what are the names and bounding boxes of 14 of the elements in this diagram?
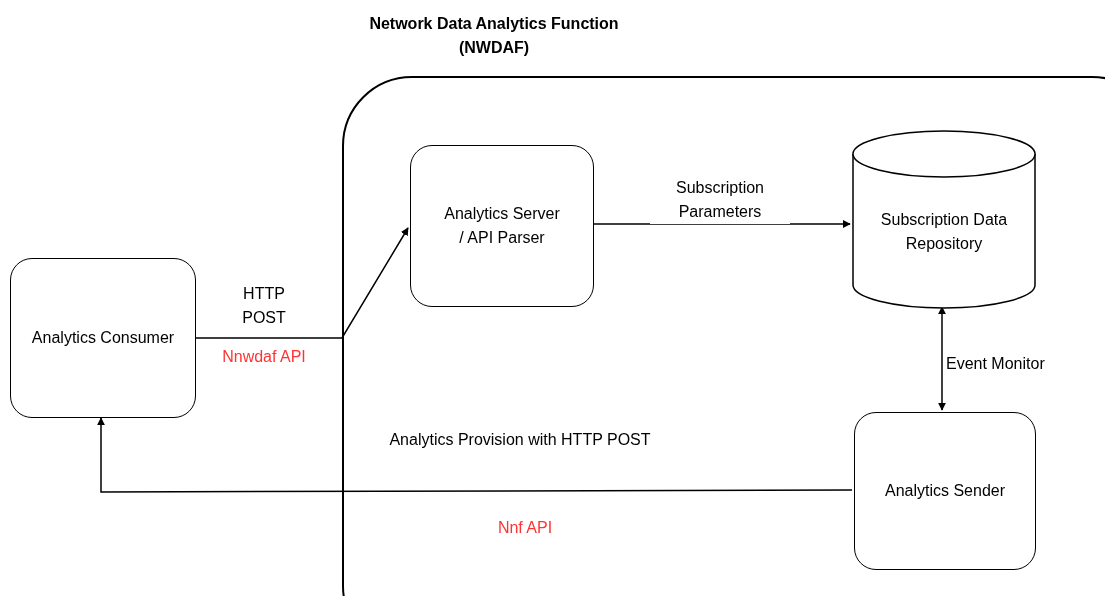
arrow: [97, 417, 853, 493]
node-label: Analytics Consumer: [30, 328, 176, 348]
database-cylinder: [852, 130, 1036, 309]
node-label: Analytics Sender: [883, 481, 1007, 501]
arrow: [938, 306, 946, 411]
interface-label: Nnf API: [496, 518, 554, 538]
process-box: [10, 258, 196, 418]
process-box: [854, 412, 1036, 570]
interface-label: Nnwdaf API: [222, 347, 306, 367]
arrow: [195, 227, 409, 339]
node-label: Analytics Server / API Parser: [443, 204, 561, 248]
node-label: Subscription Data Repository: [879, 209, 1009, 254]
container-title: Network Data Analytics Function (NWDAF): [368, 14, 620, 58]
process-box: [410, 145, 594, 307]
